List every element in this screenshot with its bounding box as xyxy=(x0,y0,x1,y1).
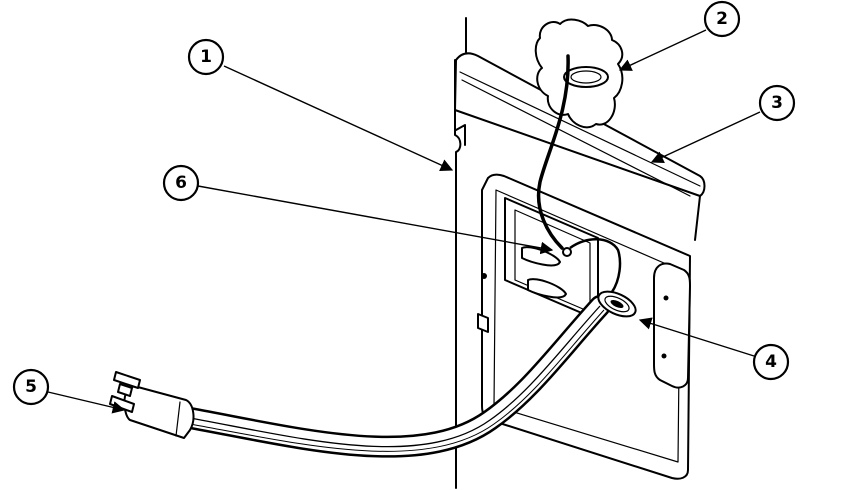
power-cord xyxy=(179,290,637,458)
callout-4: 4 xyxy=(752,343,790,381)
callout-1: 1 xyxy=(187,38,225,76)
ground-wire xyxy=(536,54,622,293)
leader-2 xyxy=(618,29,707,71)
callout-5-label: 5 xyxy=(25,377,37,397)
leader-3 xyxy=(650,111,761,163)
callout-2-label: 2 xyxy=(716,9,728,29)
callout-6-label: 6 xyxy=(175,173,187,193)
callout-1-label: 1 xyxy=(200,47,212,67)
callout-2: 2 xyxy=(703,0,741,38)
leader-4 xyxy=(638,317,755,357)
plug xyxy=(109,371,195,439)
callout-6: 6 xyxy=(162,164,200,202)
leader-5 xyxy=(47,391,126,414)
leader-1 xyxy=(223,65,454,172)
callout-5: 5 xyxy=(12,368,50,406)
callout-4-label: 4 xyxy=(765,352,777,372)
leader-lines xyxy=(47,29,761,414)
leader-6 xyxy=(197,185,554,255)
cutaway-hole xyxy=(534,18,624,129)
callout-3-label: 3 xyxy=(771,93,783,113)
callout-3: 3 xyxy=(758,84,796,122)
